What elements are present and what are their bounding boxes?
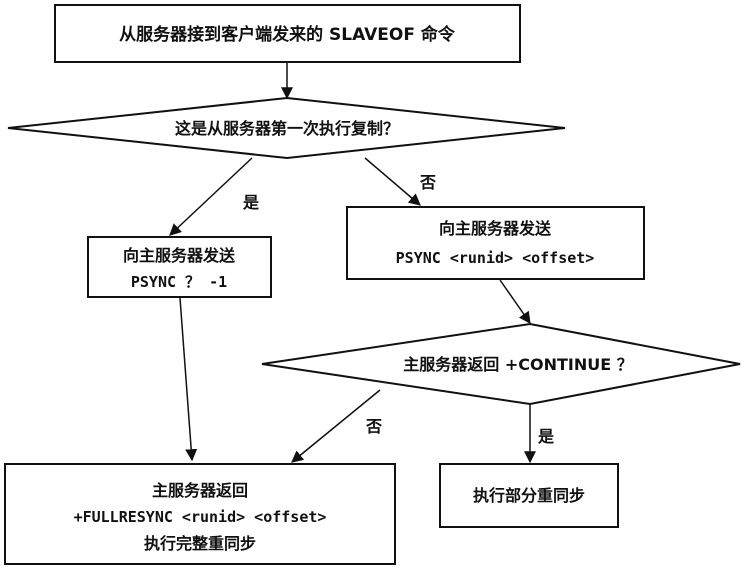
- edge-label-yes-2: 是: [537, 427, 554, 446]
- node-decision-continue-text: 主服务器返回 +CONTINUE ？: [403, 355, 632, 374]
- edge-label-yes: 是: [242, 193, 259, 212]
- node-send-psync-partial: 向主服务器发送 PSYNC <runid> <offset>: [346, 206, 645, 280]
- node-send-psync-full: 向主服务器发送 PSYNC ？ -1: [87, 236, 272, 298]
- node-full-resync: 主服务器返回 +FULLRESYNC <runid> <offset> 执行完整…: [4, 463, 396, 565]
- edge-send-full-to-full-resync: [179, 297, 198, 462]
- node-decision-continue: 主服务器返回 +CONTINUE ？: [261, 322, 741, 406]
- node-send-partial-line2: PSYNC <runid> <offset>: [396, 249, 595, 267]
- node-send-partial-line1: 向主服务器发送: [439, 219, 552, 238]
- edge-label-no: 否: [419, 173, 436, 192]
- node-send-full-line2: PSYNC ？ -1: [131, 273, 227, 291]
- node-full-resync-line2: +FULLRESYNC <runid> <offset>: [74, 508, 327, 526]
- node-decision-first-replication: 这是从服务器第一次执行复制？: [7, 96, 566, 160]
- node-decision-first-text: 这是从服务器第一次执行复制？: [175, 119, 399, 138]
- node-send-full-line1: 向主服务器发送: [123, 246, 236, 265]
- node-partial-resync: 执行部分重同步: [439, 463, 619, 528]
- edge-label-no-2: 否: [365, 417, 382, 436]
- node-start-text: 从服务器接到客户端发来的 SLAVEOF 命令: [119, 24, 456, 45]
- node-start: 从服务器接到客户端发来的 SLAVEOF 命令: [54, 4, 521, 63]
- edge-send-partial-to-decision-continue: [499, 279, 531, 324]
- node-full-resync-line3: 执行完整重同步: [144, 534, 256, 553]
- edge-decision-continue-to-full-resync: [291, 389, 381, 463]
- node-full-resync-line1: 主服务器返回: [152, 481, 248, 500]
- edge-decision-to-send-full: [169, 157, 253, 236]
- edge-decision-to-send-partial: [364, 157, 421, 206]
- node-partial-resync-text: 执行部分重同步: [473, 486, 585, 505]
